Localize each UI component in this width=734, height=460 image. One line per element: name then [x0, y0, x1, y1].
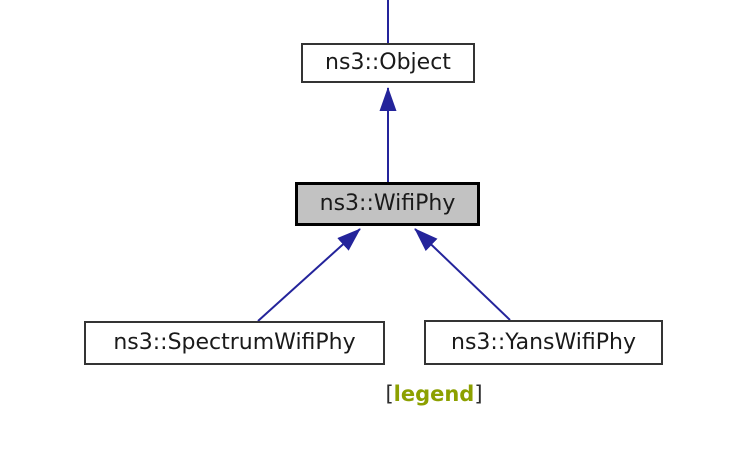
edge-spectrumwifiphy-to-wifiphy [257, 228, 361, 322]
legend-open-bracket: [ [385, 382, 394, 406]
class-node-ns3-yanswifiphy[interactable]: ns3::YansWifiPhy [424, 320, 663, 365]
legend-close-bracket: ] [474, 382, 483, 406]
legend-link[interactable]: legend [393, 382, 475, 406]
legend-caption: [legend] [376, 381, 492, 407]
edge-yanswifiphy-to-wifiphy [414, 228, 511, 321]
class-node-ns3-object[interactable]: ns3::Object [301, 43, 475, 83]
class-node-ns3-spectrumwifiphy[interactable]: ns3::SpectrumWifiPhy [84, 321, 385, 365]
class-node-ns3-wifiphy-current: ns3::WifiPhy [295, 182, 480, 226]
